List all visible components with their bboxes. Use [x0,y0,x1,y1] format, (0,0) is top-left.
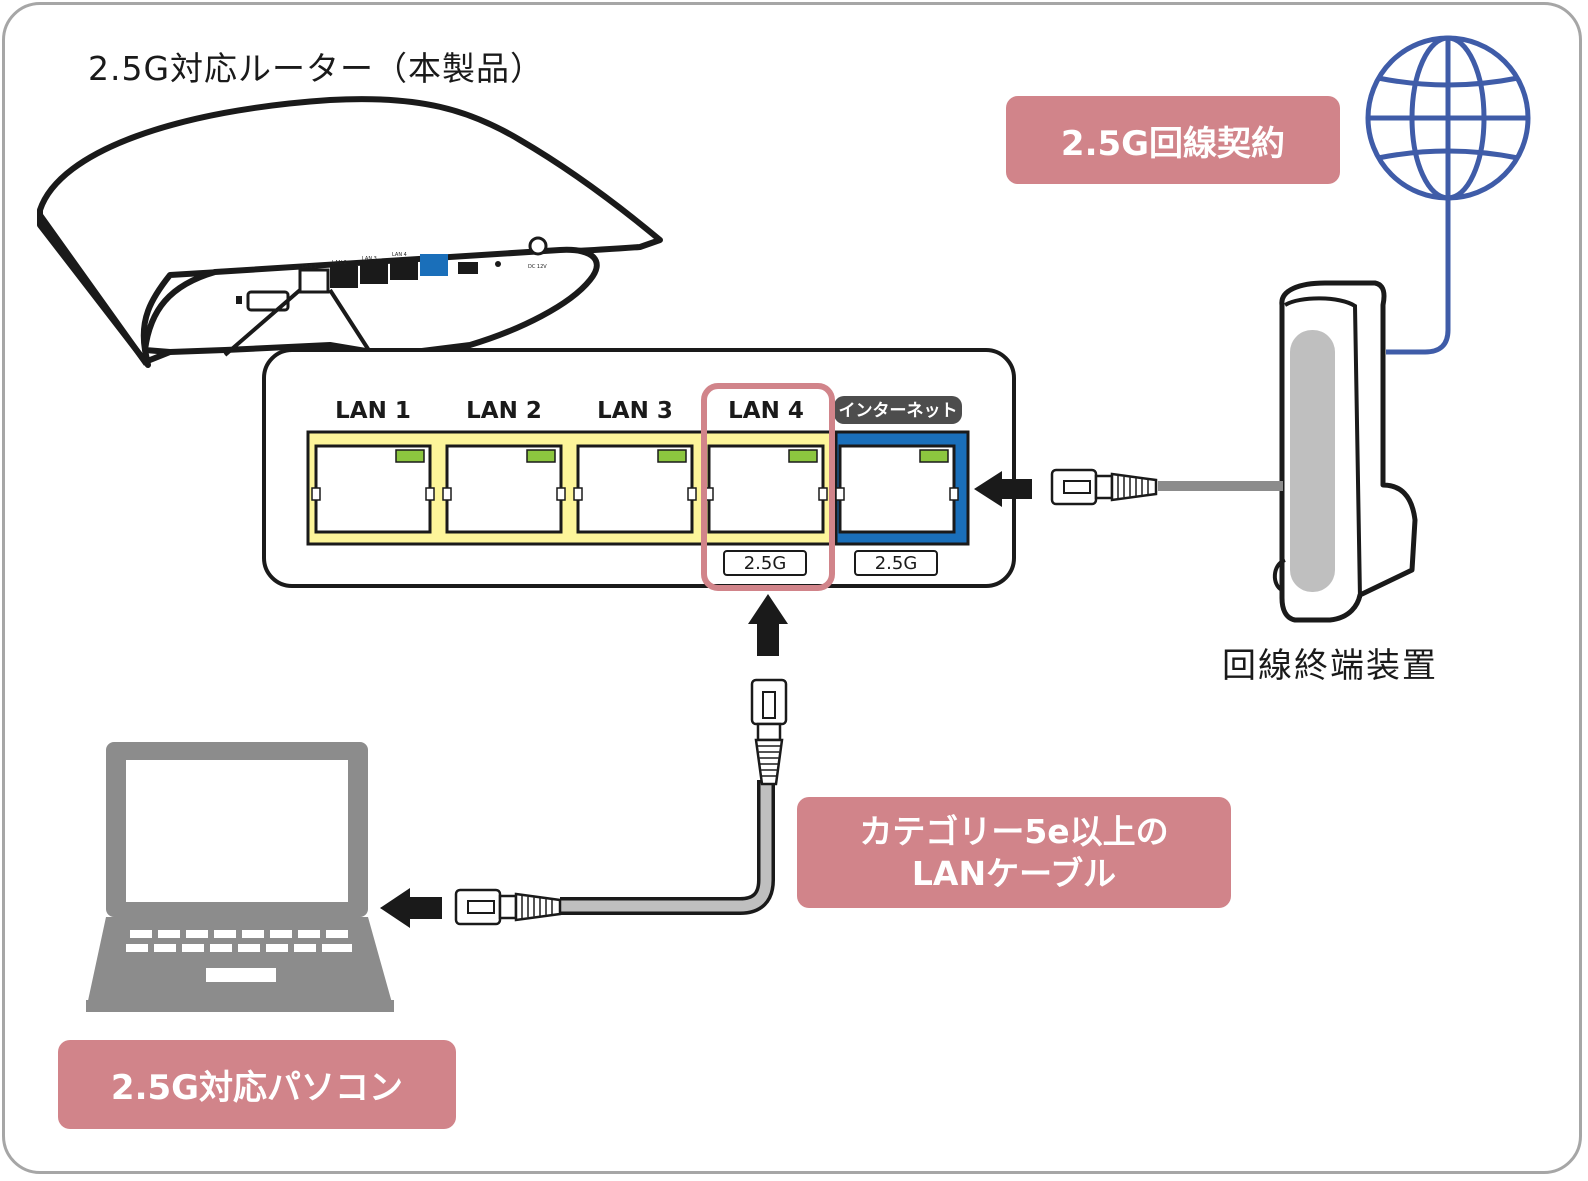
globe-icon [1365,35,1531,355]
port-lan-2: LAN 2 [442,398,566,534]
router-dc-label: DC 12V [528,264,547,270]
laptop-icon [86,742,394,1012]
port-led [395,449,425,463]
port-led [526,449,556,463]
ports-layer: LAN 1 LAN 2 LAN 3 LAN 4 2.5G インターネット 2.5G [311,396,962,576]
router-port-label: LAN 2 [332,260,347,266]
arrow-left-icon [974,471,1032,507]
rj45-plug-icon [454,888,562,926]
port-socket [838,444,956,534]
cable-lan [560,780,775,915]
lan4-highlight [701,383,835,591]
onu-device-icon [1272,280,1418,623]
contract-badge: 2.5G回線契約 [1006,96,1340,184]
port-led [657,449,687,463]
rj45-plug-icon [750,678,788,786]
internet-badge [834,396,962,424]
port-led [788,449,818,463]
speed-badge [854,550,938,576]
speed-label: 2.5G [744,553,787,574]
port-label: LAN 2 [466,398,542,424]
rj45-plug-icon [1050,468,1158,506]
router-port-label: LAN 4 [392,252,407,258]
cable-badge: カテゴリー5e以上の LANケーブル [797,797,1231,908]
port-label: インターネット [839,401,958,421]
arrow-left-icon [380,888,442,928]
port-label: LAN 3 [597,398,673,424]
port-led [919,449,949,463]
port-lan-1: LAN 1 [311,398,435,534]
port-socket [314,444,432,534]
speed-badge [723,550,807,576]
port-label: LAN 4 [728,398,804,424]
cable-label-line2: LANケーブル [911,853,1117,893]
port-lan-3: LAN 3 [573,398,697,534]
port-socket [707,444,825,534]
port-socket [576,444,694,534]
router-port-label: LAN 1 [302,264,317,270]
port-socket [445,444,563,534]
contract-label: 2.5G回線契約 [1060,123,1286,164]
terminal-caption: 回線終端装置 [1222,646,1438,686]
arrow-up-icon [748,594,788,656]
port-lan-4: LAN 4 2.5G [704,398,828,576]
speed-label: 2.5G [875,553,918,574]
pc-label: 2.5G対応パソコン [110,1068,404,1108]
cable-label-line1: カテゴリー5e以上の [859,811,1169,851]
router-illustration: LAN 1 LAN 2 LAN 3 LAN 4 DC 12V [37,96,663,368]
router-title: 2.5G対応ルーター（本製品） [88,49,545,88]
port-internet: インターネット 2.5G [834,396,962,576]
router-port-label: LAN 3 [362,256,377,262]
pc-badge: 2.5G対応パソコン [58,1040,456,1129]
port-label: LAN 1 [335,398,411,424]
